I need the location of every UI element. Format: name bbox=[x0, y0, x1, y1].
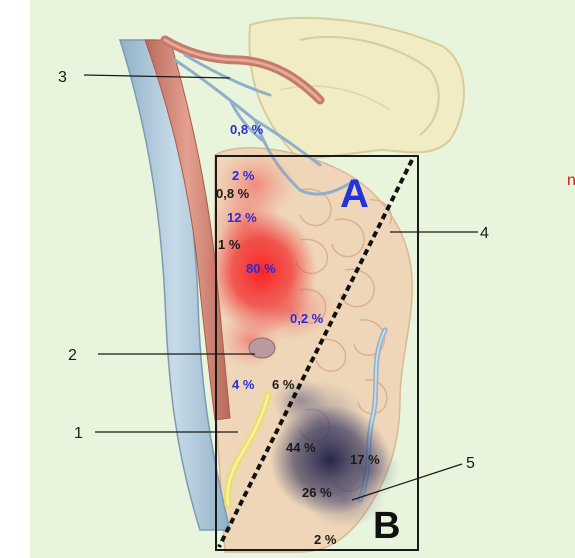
pct-label-0-2: 0,2 % bbox=[290, 311, 324, 326]
zone-b-label: B bbox=[373, 505, 400, 547]
cropped-edge-text: n bbox=[567, 172, 575, 190]
pct-label-2-bottom: 2 % bbox=[314, 532, 337, 547]
pct-label-0-8-top: 0,8 % bbox=[230, 122, 264, 137]
pct-label-6: 6 % bbox=[272, 377, 295, 392]
callout-4: 4 bbox=[480, 225, 489, 242]
callout-3: 3 bbox=[58, 69, 67, 86]
callout-2: 2 bbox=[68, 347, 77, 364]
callout-1: 1 bbox=[74, 425, 83, 442]
node-marker bbox=[249, 338, 275, 358]
pct-label-44: 44 % bbox=[286, 440, 316, 455]
callout-5: 5 bbox=[466, 455, 475, 472]
pct-label-2: 2 % bbox=[232, 168, 255, 183]
pct-label-17: 17 % bbox=[350, 452, 380, 467]
pct-label-0-8-black: 0,8 % bbox=[216, 186, 250, 201]
pct-label-4: 4 % bbox=[232, 377, 255, 392]
zone-a-label: A bbox=[340, 172, 369, 216]
pct-label-26: 26 % bbox=[302, 485, 332, 500]
pct-label-1: 1 % bbox=[218, 237, 241, 252]
pct-label-80: 80 % bbox=[246, 261, 276, 276]
pct-label-12: 12 % bbox=[227, 210, 257, 225]
